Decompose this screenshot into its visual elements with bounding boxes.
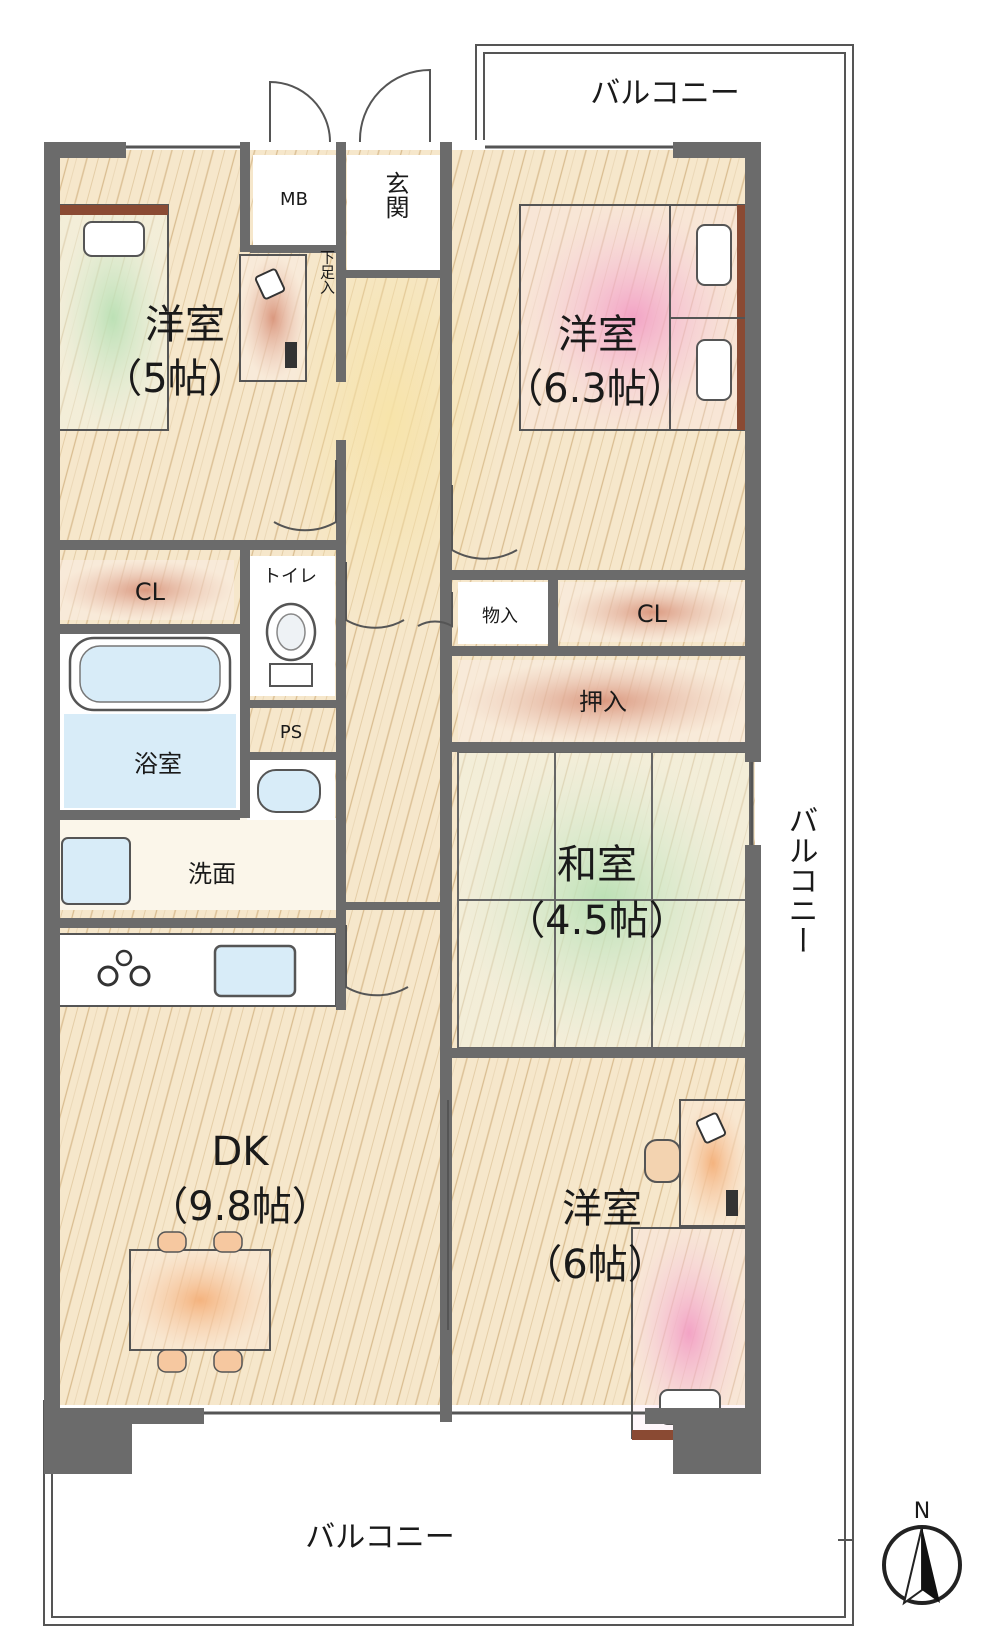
furniture: [57, 204, 747, 1440]
western-room-6-size: （6帖）: [522, 1242, 667, 1288]
western-room-5-name: 洋室: [145, 302, 225, 348]
dk-size: （9.8帖）: [148, 1184, 332, 1230]
wet-areas: [56, 556, 336, 910]
shoe-closet-label: 下足入: [318, 250, 336, 295]
closet-right-label: CL: [637, 600, 668, 628]
washroom-label: 洗面: [188, 860, 236, 888]
balcony-outline: [43, 44, 854, 1626]
western-room-6-name: 洋室: [562, 1186, 642, 1232]
western-room-63-name: 洋室: [558, 312, 638, 358]
oshiire-label: 押入: [579, 688, 627, 716]
dk-name: DK: [211, 1129, 270, 1175]
storage-label: 物入: [482, 606, 518, 627]
balcony-top-label: バルコニー: [590, 76, 739, 111]
doors: [126, 68, 754, 1415]
closet-left-label: CL: [135, 578, 166, 606]
ps-label: PS: [280, 722, 302, 743]
japanese-room-size: （4.5帖）: [505, 898, 689, 944]
compass-north-label: N: [914, 1499, 930, 1524]
entrance-label: 玄関: [381, 171, 409, 219]
japanese-room-name: 和室: [557, 842, 637, 888]
mb-label: MB: [280, 189, 308, 210]
western-room-5-size: （5帖）: [102, 356, 247, 402]
toilet-label: トイレ: [263, 566, 317, 587]
balcony-bottom-label: バルコニー: [305, 1520, 454, 1555]
balcony-right-label: バルコニー: [783, 805, 818, 955]
compass: N: [882, 1499, 962, 1606]
kitchen-counter: [55, 933, 337, 1007]
bath-label: 浴室: [134, 750, 182, 778]
storage-tints: [56, 155, 750, 742]
western-room-63-size: （6.3帖）: [503, 366, 687, 412]
